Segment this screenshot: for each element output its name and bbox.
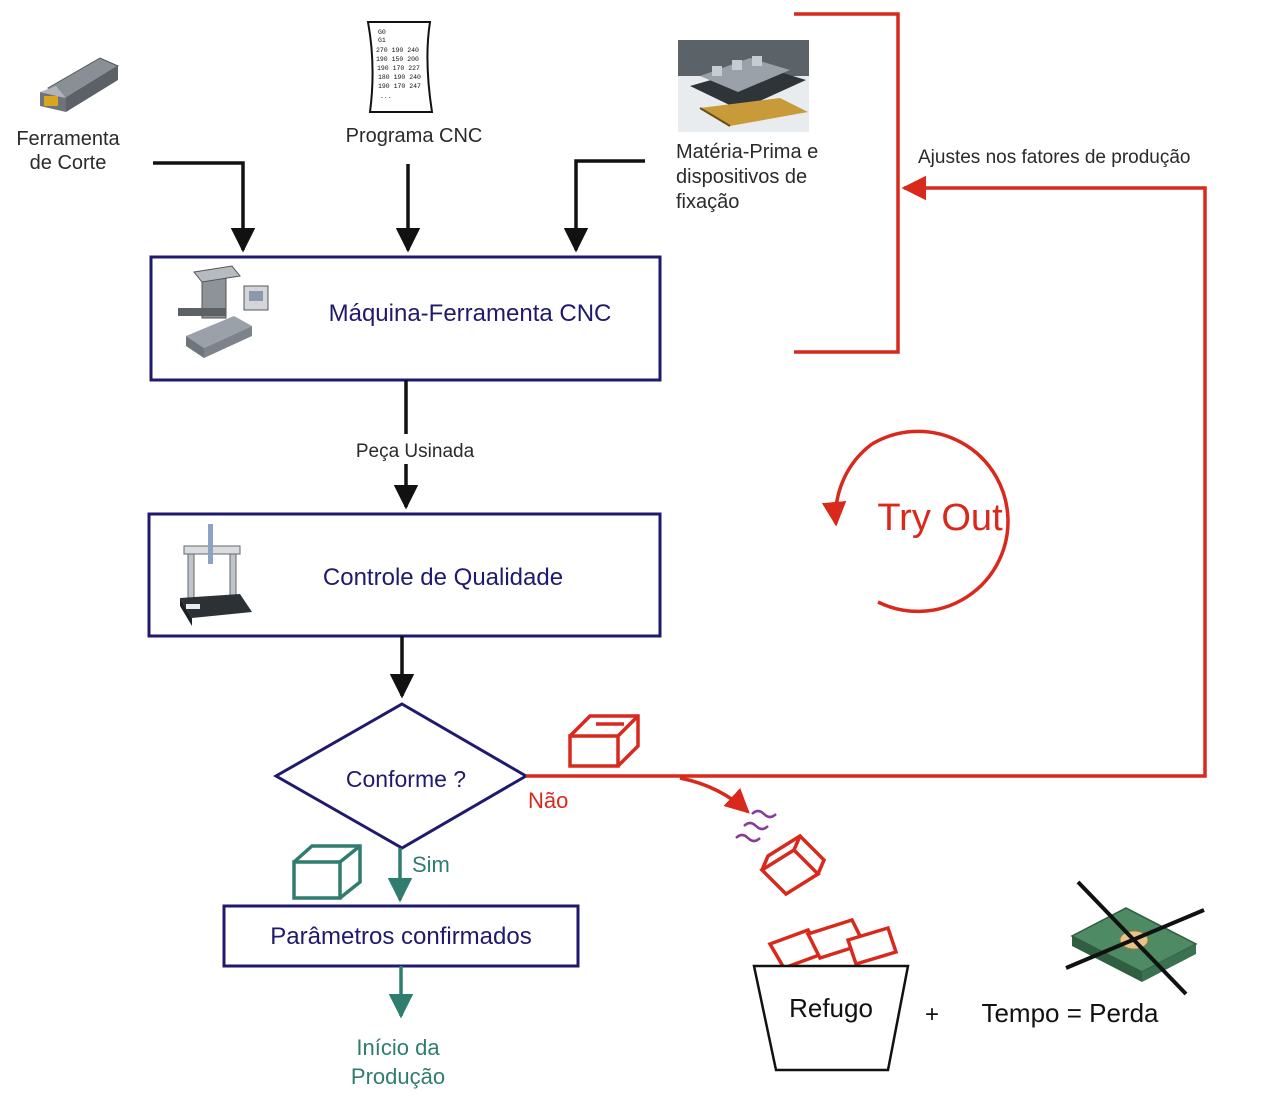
scrap-label: Refugo <box>789 993 873 1023</box>
program-label: Programa CNC <box>345 125 483 147</box>
confirmed-label: Parâmetros confirmados <box>270 923 531 950</box>
crossed-money-icon <box>1065 880 1205 996</box>
no-label: Não <box>528 788 568 813</box>
tool-to-machine-arrow <box>153 161 256 253</box>
svg-text:270 190 240: 270 190 240 <box>376 47 419 54</box>
start-label: Início da Produção <box>350 1035 446 1089</box>
plus-sign: + <box>925 1001 939 1028</box>
feedback-line <box>526 175 1207 778</box>
raw-material-photo-icon <box>678 40 809 132</box>
svg-text:G1: G1 <box>378 37 386 44</box>
svg-text:180 190 240: 180 190 240 <box>378 74 421 81</box>
material-to-machine-arrow <box>563 159 645 253</box>
inputs-bracket <box>794 12 900 354</box>
yes-label: Sim <box>412 852 450 877</box>
material-label: Matéria-Prima e dispositivos de fixação <box>676 141 819 213</box>
cmm-machine-icon <box>180 524 252 626</box>
cnc-program-sheet-icon: G0 G1 270 190 240 190 150 200 190 170 22… <box>366 21 434 113</box>
scrap-bin-icon <box>752 917 910 1072</box>
ok-part-cube-icon <box>292 844 362 900</box>
loss-label: Tempo = Perda <box>981 998 1159 1028</box>
falling-part-cube-icon <box>759 833 827 897</box>
motion-lines <box>735 809 777 843</box>
cutting-tool-icon <box>40 57 120 112</box>
feedback-label: Ajustes nos fatores de produção <box>918 147 1191 168</box>
milling-machine-icon <box>178 265 269 358</box>
svg-text:...: ... <box>380 93 392 100</box>
tryout-loop-arrow <box>821 442 874 527</box>
svg-text:G0: G0 <box>378 29 386 36</box>
decision-diamond <box>272 702 529 850</box>
tryout-label: Try Out <box>877 497 1003 539</box>
tool-label: Ferramenta de Corte <box>16 128 120 174</box>
quality-label: Controle de Qualidade <box>323 564 563 591</box>
scrap-arrow <box>679 776 750 814</box>
scrap-part-cube-icon <box>568 714 640 768</box>
decision-label: Conforme ? <box>346 766 466 792</box>
svg-text:190 170 247: 190 170 247 <box>378 83 421 90</box>
svg-text:190 150 200: 190 150 200 <box>376 56 419 63</box>
tryout-loop-arc <box>871 429 1010 614</box>
svg-text:190 170 227: 190 170 227 <box>377 65 420 72</box>
machine-label: Máquina-Ferramenta CNC <box>329 300 612 327</box>
part-label: Peça Usinada <box>356 441 475 462</box>
